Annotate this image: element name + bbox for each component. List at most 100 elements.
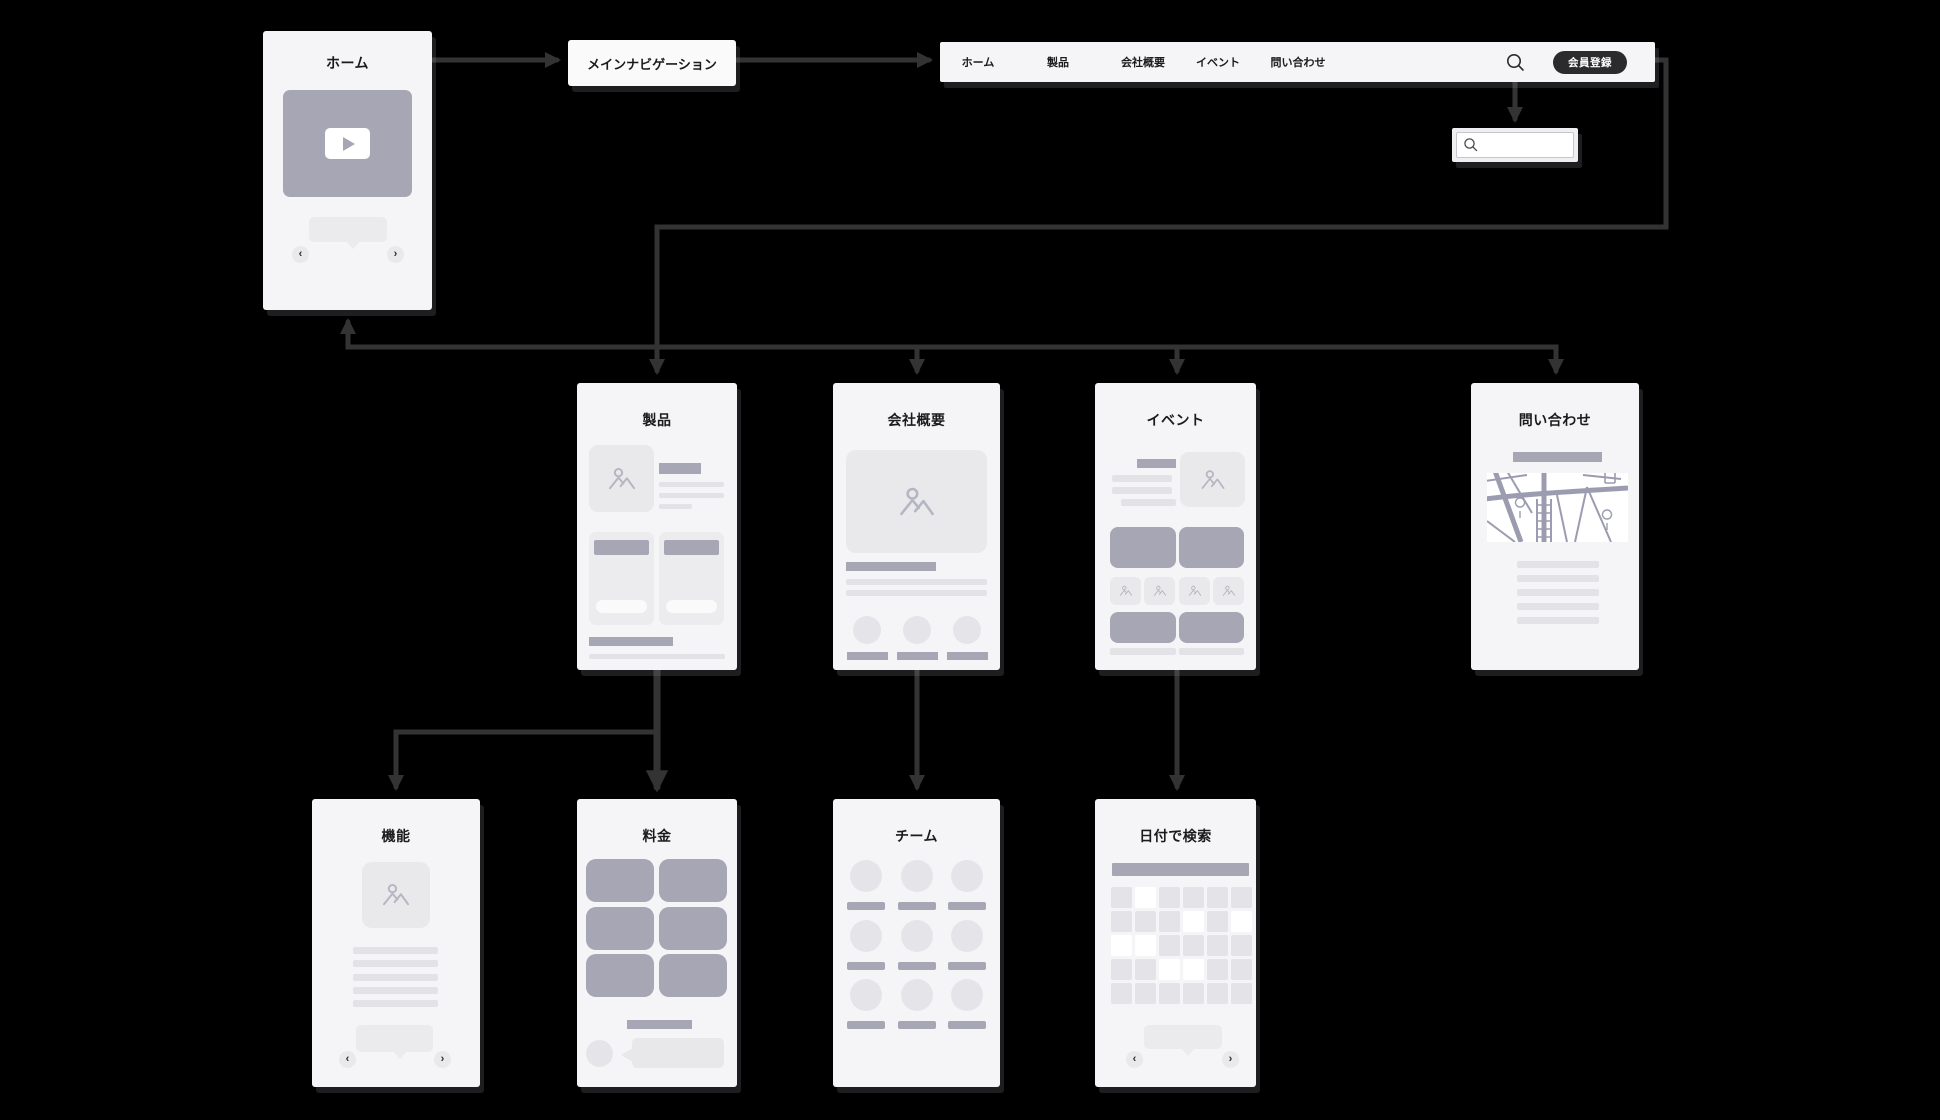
- node-products-page[interactable]: 製品: [577, 383, 737, 670]
- text-line-placeholder: [1112, 487, 1172, 494]
- text-line-placeholder: [846, 579, 987, 585]
- carousel-next-button[interactable]: ›: [387, 246, 404, 263]
- calendar-cell[interactable]: [1183, 935, 1204, 956]
- form-line-placeholder: [1517, 603, 1599, 610]
- calendar-cell[interactable]: [1183, 887, 1204, 908]
- calendar-cell[interactable]: [1183, 911, 1204, 932]
- calendar-cell[interactable]: [1159, 959, 1180, 980]
- calendar-cell[interactable]: [1231, 983, 1252, 1004]
- card-button-placeholder[interactable]: [596, 600, 647, 613]
- edge-tree-to-contact: [1174, 344, 1565, 376]
- calendar-header-placeholder: [1112, 863, 1249, 876]
- calendar-cell[interactable]: [1135, 935, 1156, 956]
- name-placeholder: [847, 652, 888, 660]
- calendar-cell[interactable]: [1207, 935, 1228, 956]
- card-button-placeholder[interactable]: [666, 600, 717, 613]
- name-placeholder: [897, 652, 938, 660]
- calendar-cell[interactable]: [1231, 959, 1252, 980]
- node-home-page[interactable]: ホーム ‹ ›: [263, 31, 432, 310]
- text-line-placeholder: [353, 987, 438, 994]
- thumbnail-placeholder: [1213, 577, 1244, 605]
- plan-tile-placeholder: [586, 954, 654, 997]
- caption-bubble-placeholder: [1144, 1025, 1222, 1056]
- calendar-cell[interactable]: [1183, 983, 1204, 1004]
- product-card-placeholder: [659, 532, 724, 625]
- calendar-cell[interactable]: [1231, 887, 1252, 908]
- calendar-cell[interactable]: [1135, 911, 1156, 932]
- navbar-item-company[interactable]: 会社概要: [1121, 57, 1165, 69]
- plan-tile-placeholder: [586, 859, 654, 902]
- calendar-cell[interactable]: [1207, 887, 1228, 908]
- navbar-item-events[interactable]: イベント: [1196, 57, 1240, 69]
- calendar-cell[interactable]: [1159, 911, 1180, 932]
- calendar-cell[interactable]: [1231, 935, 1252, 956]
- node-company-page[interactable]: 会社概要: [833, 383, 1000, 670]
- heading-placeholder: [1513, 452, 1602, 462]
- calendar-prev-button[interactable]: ‹: [1126, 1051, 1143, 1068]
- node-contact-page[interactable]: 問い合わせ: [1471, 383, 1639, 670]
- calendar-cell[interactable]: [1111, 935, 1132, 956]
- calendar-cell[interactable]: [1183, 959, 1204, 980]
- signup-button[interactable]: 会員登録: [1553, 51, 1627, 74]
- node-events-page[interactable]: イベント: [1095, 383, 1256, 670]
- calendar-cell[interactable]: [1207, 983, 1228, 1004]
- calendar-cell[interactable]: [1135, 959, 1156, 980]
- text-line-placeholder: [353, 974, 438, 981]
- calendar-cell[interactable]: [1207, 959, 1228, 980]
- calendar-cell[interactable]: [1111, 983, 1132, 1004]
- search-icon[interactable]: [1505, 52, 1526, 73]
- member-avatar-placeholder: [901, 979, 933, 1011]
- page-title-team: チーム: [894, 828, 939, 844]
- calendar-grid[interactable]: [1111, 887, 1252, 1004]
- calendar-cell[interactable]: [1111, 911, 1132, 932]
- calendar-cell[interactable]: [1159, 935, 1180, 956]
- member-avatar-placeholder: [951, 920, 983, 952]
- node-navbar[interactable]: ホーム 製品 会社概要 イベント 問い合わせ 会員登録: [940, 42, 1655, 82]
- carousel-prev-button[interactable]: ‹: [292, 246, 309, 263]
- member-avatar-placeholder: [951, 979, 983, 1011]
- calendar-cell[interactable]: [1135, 887, 1156, 908]
- page-title-company: 会社概要: [887, 412, 946, 428]
- page-title-products: 製品: [642, 412, 672, 428]
- navbar-item-home[interactable]: ホーム: [961, 57, 995, 69]
- page-title-home: ホーム: [325, 55, 370, 71]
- map-placeholder: [1487, 473, 1628, 542]
- calendar-cell[interactable]: [1159, 983, 1180, 1004]
- search-input[interactable]: [1456, 132, 1574, 158]
- navbar-item-products[interactable]: 製品: [1047, 57, 1069, 69]
- calendar-cell[interactable]: [1135, 983, 1156, 1004]
- node-main-navigation[interactable]: メインナビゲーション: [568, 40, 736, 86]
- node-features-page[interactable]: 機能 ‹ ›: [312, 799, 480, 1087]
- member-avatar-placeholder: [850, 920, 882, 952]
- edge-tree-to-home: [339, 317, 660, 350]
- calendar-cell[interactable]: [1159, 887, 1180, 908]
- member-avatar-placeholder: [901, 920, 933, 952]
- avatar-placeholder: [903, 616, 931, 644]
- node-date-search-page[interactable]: 日付で検索 ‹ ›: [1095, 799, 1256, 1087]
- member-name-placeholder: [948, 902, 986, 910]
- chevron-left-icon: ‹: [1132, 1053, 1137, 1065]
- name-placeholder: [947, 652, 988, 660]
- play-button[interactable]: [325, 128, 370, 159]
- calendar-cell[interactable]: [1207, 911, 1228, 932]
- calendar-cell[interactable]: [1111, 959, 1132, 980]
- node-pricing-page[interactable]: 料金: [577, 799, 737, 1087]
- edge-tree-to-company: [654, 344, 926, 376]
- node-search-field[interactable]: [1452, 128, 1578, 162]
- event-tile-placeholder: [1110, 612, 1176, 643]
- page-title-events: イベント: [1146, 412, 1205, 428]
- carousel-prev-button[interactable]: ‹: [339, 1051, 356, 1068]
- navbar-item-contact[interactable]: 問い合わせ: [1270, 57, 1326, 69]
- form-line-placeholder: [1517, 575, 1599, 582]
- carousel-next-button[interactable]: ›: [434, 1051, 451, 1068]
- member-name-placeholder: [898, 962, 936, 970]
- heading-placeholder: [627, 1020, 692, 1029]
- page-title-features: 機能: [381, 828, 411, 844]
- calendar-next-button[interactable]: ›: [1222, 1051, 1239, 1068]
- heading-placeholder: [1137, 459, 1176, 468]
- node-team-page[interactable]: チーム: [833, 799, 1000, 1087]
- member-name-placeholder: [948, 1021, 986, 1029]
- calendar-cell[interactable]: [1231, 911, 1252, 932]
- text-line-placeholder: [659, 493, 724, 498]
- calendar-cell[interactable]: [1111, 887, 1132, 908]
